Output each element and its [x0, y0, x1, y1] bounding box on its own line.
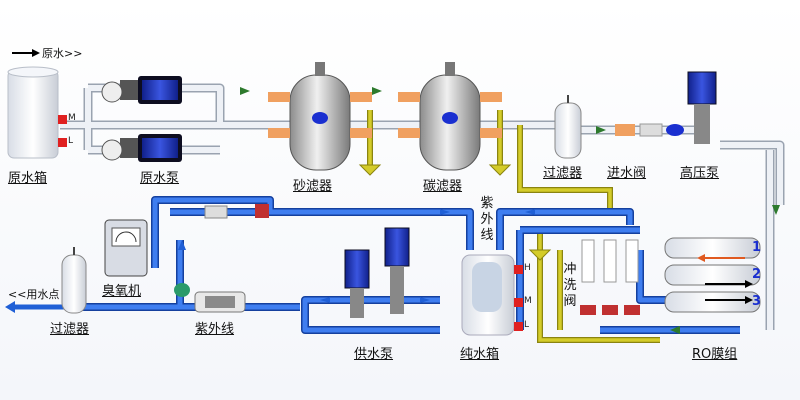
high-pump-label: 高压泵	[680, 166, 720, 181]
raw-water-tank[interactable]	[7, 66, 59, 159]
ozone-generator[interactable]	[104, 219, 148, 277]
carbon-filter-label: 碳滤器	[423, 179, 463, 194]
uv-label: 紫外线	[195, 322, 235, 337]
blue-flow-arrows	[178, 209, 535, 303]
uv-sterilizer[interactable]	[174, 283, 246, 313]
raw-tank-label: 原水箱	[8, 171, 48, 186]
ro-membrane-group[interactable]	[664, 237, 761, 313]
pure-tank-level-m: M	[524, 296, 532, 306]
supply-pump-label: 供水泵	[354, 347, 394, 362]
raw-water-legend-arrow	[12, 49, 40, 57]
carbon-filter-vessel[interactable]	[398, 62, 502, 171]
raw-pump-label: 原水泵	[140, 171, 180, 186]
raw-water-pump-1[interactable]	[101, 76, 182, 104]
ro-label: RO膜组	[692, 347, 738, 362]
filter1-label: 过滤器	[543, 166, 583, 181]
sand-filter-vessel[interactable]	[268, 62, 372, 171]
pure-tank-level-h-indicator	[514, 265, 523, 274]
inlet-valve-label: 进水阀	[607, 166, 647, 181]
ro-stage-1: 1	[752, 240, 762, 255]
flow-arrows	[240, 87, 780, 334]
pure-water-tank[interactable]	[461, 254, 515, 336]
flowmeters	[581, 239, 639, 283]
ozone-valves[interactable]	[204, 204, 269, 219]
use-point-legend: <<用水点	[8, 288, 60, 301]
supply-pump-2[interactable]	[384, 227, 410, 314]
funnel-drain	[358, 164, 552, 261]
filter2-label: 过滤器	[50, 322, 90, 337]
pure-tank-level-h: H	[524, 263, 531, 273]
inlet-valve[interactable]	[615, 123, 684, 137]
pure-tank-level-l-indicator	[514, 322, 523, 331]
ro-stage-3: 3	[752, 294, 762, 309]
high-pressure-pump[interactable]	[687, 71, 717, 144]
uv-vertical-label: 紫外线	[480, 196, 494, 243]
pure-tank-level-m-indicator	[514, 298, 523, 307]
flush-valves[interactable]	[580, 305, 640, 315]
pure-tank-label: 纯水箱	[460, 347, 500, 362]
raw-tank-level-m-indicator	[58, 115, 67, 124]
ro-stage-2: 2	[752, 267, 762, 282]
cartridge-filter-2[interactable]	[61, 247, 87, 314]
cartridge-filter-1[interactable]	[554, 95, 582, 159]
raw-tank-level-l-indicator	[58, 138, 67, 147]
flush-valve-label: 冲洗阀	[563, 262, 577, 309]
raw-water-legend: 原水>>	[42, 47, 83, 60]
use-point-arrow	[5, 301, 70, 313]
pure-tank-level-l: L	[524, 320, 530, 330]
supply-pump-1[interactable]	[344, 249, 370, 318]
sand-filter-label: 砂滤器	[293, 179, 333, 194]
ozone-label: 臭氧机	[102, 284, 142, 299]
raw-tank-level-l: L	[68, 136, 74, 146]
raw-tank-level-m: M	[68, 113, 76, 123]
raw-water-pump-2[interactable]	[101, 134, 182, 162]
